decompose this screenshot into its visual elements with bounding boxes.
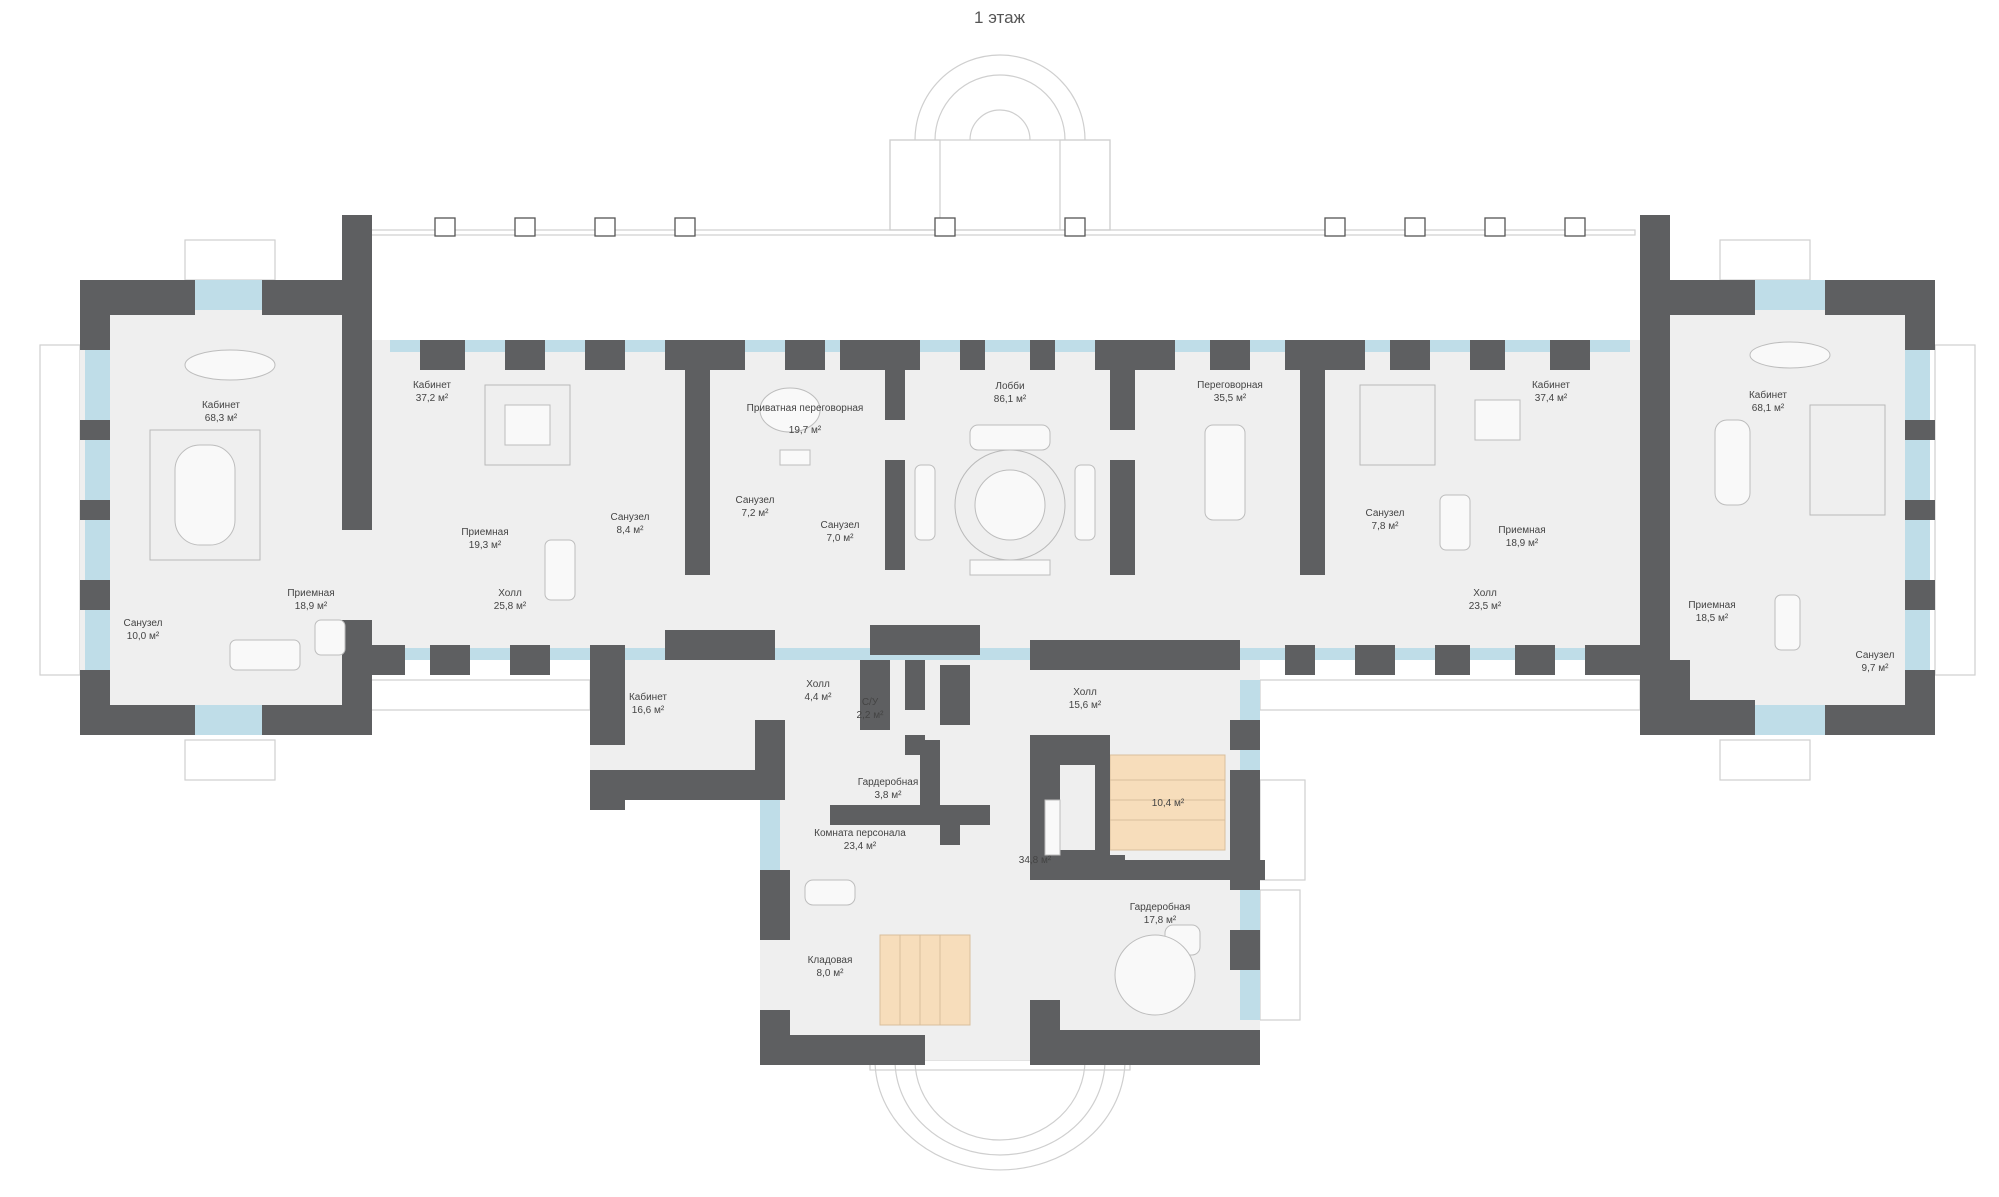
room-area: 7,8 м² bbox=[1372, 521, 1400, 532]
room-label: Комната персонала bbox=[814, 828, 906, 839]
room-area: 18,5 м² bbox=[1696, 613, 1729, 624]
room-area: 4,4 м² bbox=[805, 692, 833, 703]
room-label: Приемная bbox=[1688, 600, 1735, 611]
room-area: 7,2 м² bbox=[742, 508, 770, 519]
room-label: С/У bbox=[862, 697, 879, 708]
room-area: 2,2 м² bbox=[857, 710, 885, 721]
room-label: Гардеробная bbox=[858, 776, 919, 788]
room-label: Санузел bbox=[124, 618, 163, 629]
room-area: 16,6 м² bbox=[632, 705, 665, 716]
room-area: 10,0 м² bbox=[127, 631, 160, 642]
room-label: Санузел bbox=[1856, 650, 1895, 661]
room-area: 8,4 м² bbox=[617, 525, 645, 536]
room-area: 3,8 м² bbox=[875, 790, 903, 801]
terrace-posts bbox=[434, 217, 1586, 237]
room-area: 37,4 м² bbox=[1535, 393, 1568, 404]
room-area: 7,0 м² bbox=[827, 533, 855, 544]
room-area: 23,5 м² bbox=[1469, 601, 1502, 612]
room-area: 19,3 м² bbox=[469, 540, 502, 551]
room-label: Кабинет bbox=[202, 399, 240, 411]
furniture bbox=[149, 341, 1886, 1016]
room-area: 10,4 м² bbox=[1152, 798, 1185, 809]
room-area: 8,0 м² bbox=[817, 968, 845, 979]
room-labels: Кабинет 68,3 м² Кабинет 37,2 м² Приватна… bbox=[124, 379, 1895, 979]
room-label: Кабинет bbox=[629, 691, 667, 703]
room-label: Холл bbox=[498, 588, 522, 599]
room-area: 34,8 м² bbox=[1019, 855, 1052, 866]
room-area: 15,6 м² bbox=[1069, 700, 1102, 711]
room-label: Приватная переговорная bbox=[747, 403, 864, 414]
room-label: Холл bbox=[1473, 588, 1497, 599]
room-area: 18,9 м² bbox=[1506, 538, 1539, 549]
stairs bbox=[879, 754, 1226, 1026]
room-label: Гардеробная bbox=[1130, 901, 1191, 913]
room-label: Переговорная bbox=[1197, 380, 1263, 391]
room-label: Санузел bbox=[821, 520, 860, 531]
room-label: Кладовая bbox=[808, 955, 853, 966]
room-label: Кабинет bbox=[1532, 379, 1570, 391]
room-label: Приемная bbox=[287, 588, 334, 599]
room-label: Санузел bbox=[1366, 508, 1405, 519]
room-label: Холл bbox=[1073, 687, 1097, 698]
room-area: 86,1 м² bbox=[994, 394, 1027, 405]
room-area: 23,4 м² bbox=[844, 841, 877, 852]
room-label: Лобби bbox=[995, 380, 1024, 392]
floor-title: 1 этаж bbox=[974, 8, 1025, 27]
room-area: 17,8 м² bbox=[1144, 915, 1177, 926]
room-label: Приемная bbox=[1498, 525, 1545, 536]
room-area: 68,1 м² bbox=[1752, 403, 1785, 414]
room-label: Санузел bbox=[611, 512, 650, 523]
room-label: Санузел bbox=[736, 495, 775, 506]
room-label: Кабинет bbox=[413, 379, 451, 391]
room-label: Кабинет bbox=[1749, 389, 1787, 401]
room-area: 18,9 м² bbox=[295, 601, 328, 612]
room-area: 35,5 м² bbox=[1214, 393, 1247, 404]
room-area: 25,8 м² bbox=[494, 601, 527, 612]
walls bbox=[80, 215, 1935, 1065]
room-area: 68,3 м² bbox=[205, 413, 238, 424]
room-area: 37,2 м² bbox=[416, 393, 449, 404]
room-area: 19,7 м² bbox=[789, 425, 822, 436]
room-label: Приемная bbox=[461, 527, 508, 538]
room-label: Холл bbox=[806, 679, 830, 690]
room-area: 9,7 м² bbox=[1862, 663, 1890, 674]
